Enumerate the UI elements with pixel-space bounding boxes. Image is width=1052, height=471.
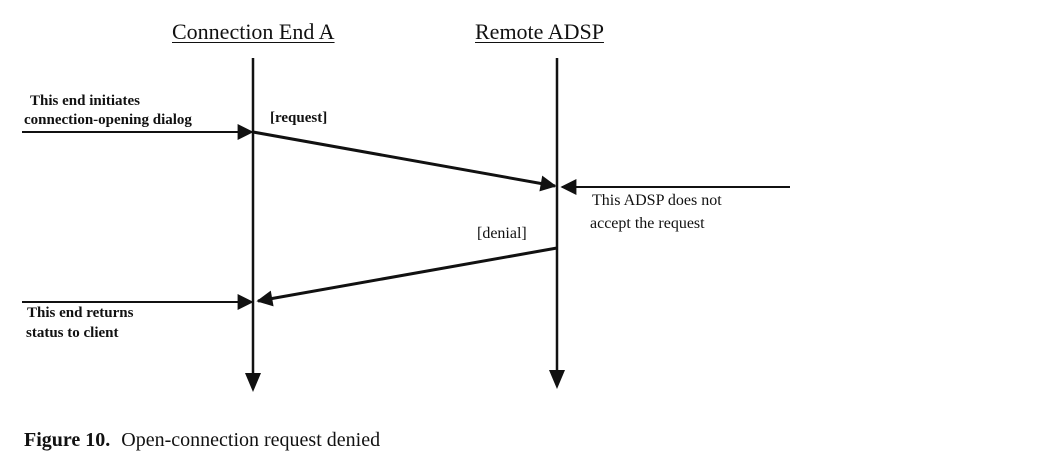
participant-remote-adsp: Remote ADSP [475, 19, 604, 44]
note-returns-line1: This end returns [27, 305, 134, 321]
figure-caption-text: Open-connection request denied [121, 429, 381, 451]
participant-connection-end-a: Connection End A [172, 19, 335, 44]
note-initiate-line2: connection-opening dialog [24, 112, 192, 128]
request-message-arrow [252, 130, 557, 192]
note-returns-line2: status to client [26, 325, 119, 341]
lifeline-remote-arrowhead [549, 370, 565, 389]
figure-caption-number: Figure 10. [24, 429, 111, 451]
note-not-accept-line1: This ADSP does not [592, 192, 722, 209]
figure-caption: Figure 10. Open-connection request denie… [24, 427, 380, 453]
denial-message-arrow [256, 246, 558, 307]
note-initiate-line1: This end initiates [30, 93, 141, 109]
lifeline-a-arrowhead [245, 373, 261, 392]
message-label-denial: [denial] [477, 225, 527, 242]
note-not-accept-line2: accept the request [590, 215, 705, 232]
message-label-request: [request] [270, 110, 328, 126]
